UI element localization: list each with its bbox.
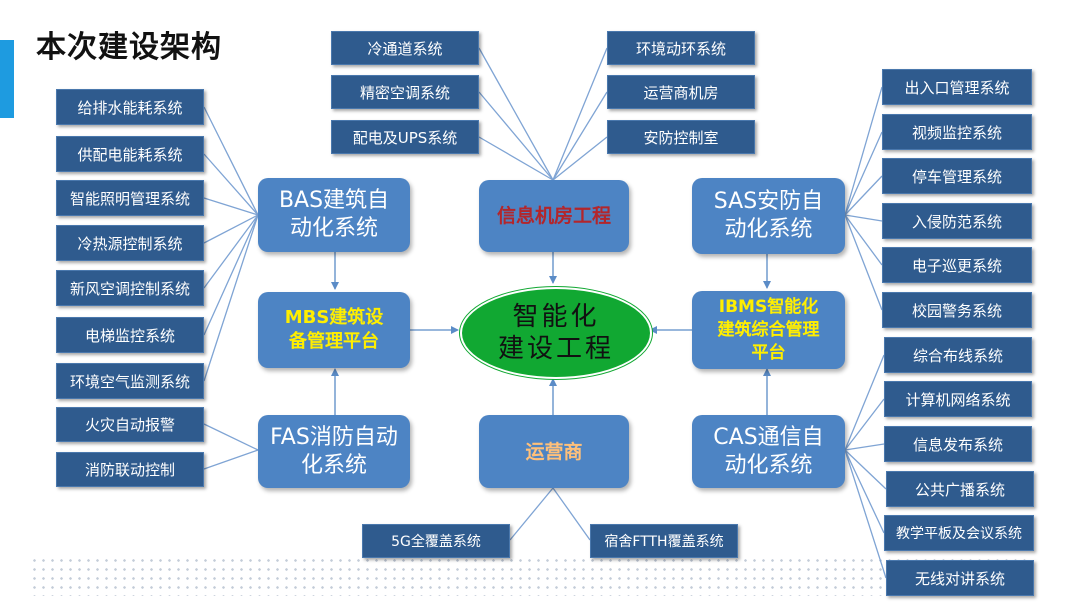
sas-item-parking: 停车管理系统 (882, 158, 1032, 194)
cas-item-teaching-tablet: 教学平板及会议系统 (884, 515, 1034, 551)
center-line-2: 建设工程 (497, 334, 614, 364)
dc-item-power-ups: 配电及UPS系统 (331, 120, 479, 154)
page-title: 本次建设架构 (36, 30, 222, 65)
bas-item-air-quality: 环境空气监测系统 (56, 363, 204, 399)
hub-cas: CAS通信自动化系统 (692, 415, 845, 488)
dc-item-precision-ac: 精密空调系统 (331, 75, 479, 109)
hub-ibms: IBMS智能化建筑综合管理平台 (692, 291, 845, 369)
hub-mbs: MBS建筑设备管理平台 (258, 292, 410, 368)
hub-bas: BAS建筑自动化系统 (258, 178, 410, 252)
sas-item-video: 视频监控系统 (882, 114, 1032, 150)
dot-pattern (30, 556, 1030, 596)
fas-item-fire-linkage: 消防联动控制 (56, 452, 204, 487)
cas-item-network: 计算机网络系统 (884, 381, 1032, 417)
cas-item-intercom: 无线对讲系统 (886, 560, 1034, 596)
center-node: 智能化 建设工程 (460, 287, 652, 379)
dc-item-carrier-room: 运营商机房 (607, 75, 755, 109)
bas-item-elevator: 电梯监控系统 (56, 317, 204, 353)
accent-bar (0, 40, 14, 118)
hub-fas: FAS消防自动化系统 (258, 415, 410, 488)
sas-item-police: 校园警务系统 (882, 292, 1032, 328)
bas-item-cold-heat: 冷热源控制系统 (56, 225, 204, 261)
fas-item-fire-alarm: 火灾自动报警 (56, 407, 204, 442)
cas-item-broadcast: 公共广播系统 (886, 471, 1034, 507)
center-line-1: 智能化 (512, 302, 600, 332)
carrier-item-5g: 5G全覆盖系统 (362, 524, 510, 558)
sas-item-intrusion: 入侵防范系统 (882, 203, 1032, 239)
bas-item-fresh-air: 新风空调控制系统 (56, 270, 204, 306)
hub-sas: SAS安防自动化系统 (692, 178, 845, 254)
dc-item-cold-aisle: 冷通道系统 (331, 31, 479, 65)
carrier-item-ftth: 宿舍FTTH覆盖系统 (590, 524, 738, 558)
bas-item-power-energy: 供配电能耗系统 (56, 136, 204, 172)
cas-item-info-publish: 信息发布系统 (884, 426, 1032, 462)
bas-item-lighting: 智能照明管理系统 (56, 180, 204, 216)
dc-item-security-room: 安防控制室 (607, 120, 755, 154)
hub-datacenter: 信息机房工程 (479, 180, 629, 252)
hub-carrier: 运营商 (479, 415, 629, 488)
sas-item-patrol: 电子巡更系统 (882, 247, 1032, 283)
sas-item-access: 出入口管理系统 (882, 69, 1032, 105)
cas-item-cabling: 综合布线系统 (884, 337, 1032, 373)
dc-item-env-monitor: 环境动环系统 (607, 31, 755, 65)
bas-item-water-energy: 给排水能耗系统 (56, 89, 204, 125)
